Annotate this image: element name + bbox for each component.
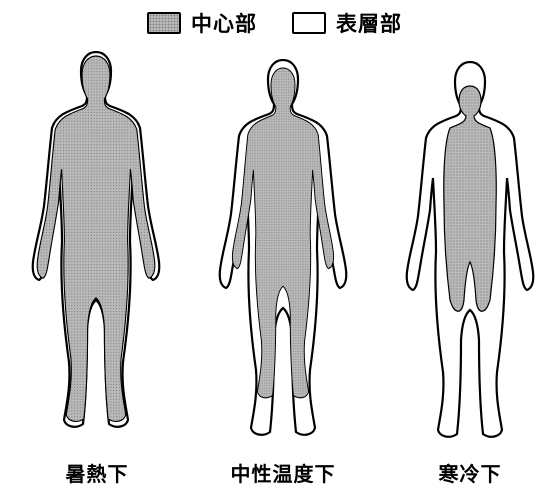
- figure-cold: [407, 62, 534, 437]
- caption-cold: 寒冷下: [425, 458, 515, 487]
- figure-neutral: [220, 60, 347, 435]
- core-region: [232, 68, 333, 398]
- caption-hot: 暑熱下: [52, 458, 142, 487]
- core-region: [37, 56, 155, 421]
- caption-neutral: 中性温度下: [222, 458, 344, 487]
- figure-hot: [33, 52, 160, 427]
